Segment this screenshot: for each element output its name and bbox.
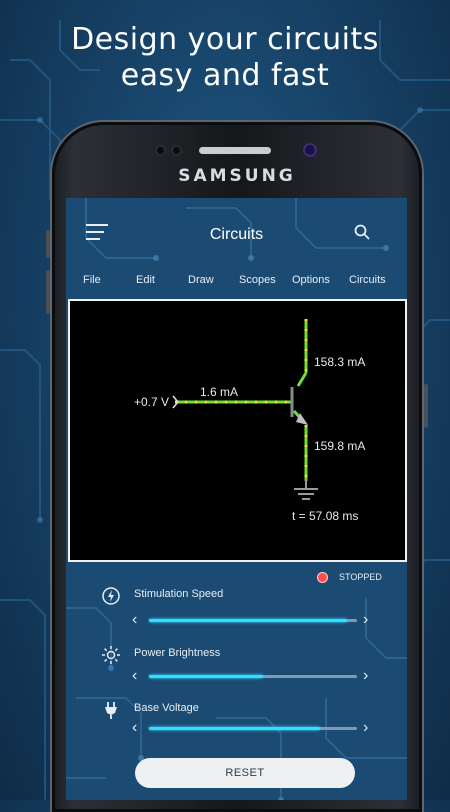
headline: Design your circuits easy and fast	[0, 22, 450, 94]
base-current-label: 1.6 mA	[200, 385, 239, 399]
input-arrow-icon	[172, 395, 179, 409]
menu-file[interactable]: File	[83, 274, 101, 286]
collector-wire-2	[296, 372, 308, 387]
app-screen: Circuits File Edit Draw Scopes Options C…	[66, 198, 407, 800]
menu-draw[interactable]: Draw	[188, 274, 214, 286]
stimulation-speed-slider[interactable]	[149, 619, 357, 622]
stimulation-speed-control: Stimulation Speed ‹ ›	[66, 586, 407, 646]
menu-bar: File Edit Draw Scopes Options Circuits	[66, 270, 407, 292]
input-voltage-label: +0.7 V	[134, 395, 170, 409]
ground-icon	[294, 488, 318, 500]
front-camera-icon	[303, 143, 317, 157]
app-bar: Circuits	[66, 198, 407, 266]
headline-line-2: easy and fast	[120, 58, 330, 93]
plug-icon	[105, 702, 117, 719]
chevron-right-icon[interactable]: ›	[363, 667, 369, 684]
stimulation-speed-fill	[149, 619, 347, 622]
phone-side-button-right	[424, 384, 428, 428]
speed-icon	[102, 587, 120, 605]
emitter-arrow-icon	[296, 413, 308, 425]
menu-circuits[interactable]: Circuits	[349, 274, 386, 286]
chevron-left-icon[interactable]: ‹	[132, 611, 138, 628]
chevron-right-icon[interactable]: ›	[363, 611, 369, 628]
front-sensor-icon-2	[171, 145, 182, 156]
base-voltage-fill	[149, 727, 320, 730]
headline-line-1: Design your circuits	[71, 22, 379, 57]
emitter-current-label: 159.8 mA	[314, 439, 366, 453]
menu-icon[interactable]	[86, 224, 108, 240]
menu-scopes[interactable]: Scopes	[239, 274, 276, 286]
phone-side-button-left	[46, 230, 50, 258]
base-voltage-control: Base Voltage ‹ ›	[66, 700, 407, 760]
status-dot	[318, 573, 327, 582]
status-text: STOPPED	[339, 572, 382, 582]
app-title: Circuits	[209, 226, 264, 243]
menu-edit[interactable]: Edit	[136, 274, 155, 286]
brightness-icon	[102, 646, 120, 664]
base-voltage-label: Base Voltage	[134, 702, 199, 714]
base-voltage-slider[interactable]	[149, 727, 357, 730]
power-brightness-fill	[149, 675, 264, 678]
power-brightness-label: Power Brightness	[134, 647, 221, 659]
chevron-left-icon[interactable]: ‹	[132, 719, 138, 736]
collector-current-label: 158.3 mA	[314, 355, 366, 369]
reset-button[interactable]: RESET	[135, 758, 355, 788]
menu-options[interactable]: Options	[292, 274, 330, 286]
chevron-right-icon[interactable]: ›	[363, 719, 369, 736]
front-sensor-icon	[155, 145, 166, 156]
earpiece-speaker	[199, 147, 271, 154]
phone-brand: SAMSUNG	[178, 166, 296, 186]
search-icon[interactable]	[354, 224, 370, 240]
power-brightness-control: Power Brightness ‹ ›	[66, 645, 407, 705]
time-readout: t = 57.08 ms	[292, 509, 359, 523]
circuit-canvas[interactable]: +0.7 V 1.6 mA 158.3 mA 159.8 mA t = 57.0…	[68, 299, 407, 562]
stimulation-speed-label: Stimulation Speed	[134, 588, 224, 600]
circuit-diagram	[172, 319, 318, 500]
chevron-left-icon[interactable]: ‹	[132, 667, 138, 684]
power-brightness-slider[interactable]	[149, 675, 357, 678]
phone-side-button-left-2	[46, 270, 50, 314]
